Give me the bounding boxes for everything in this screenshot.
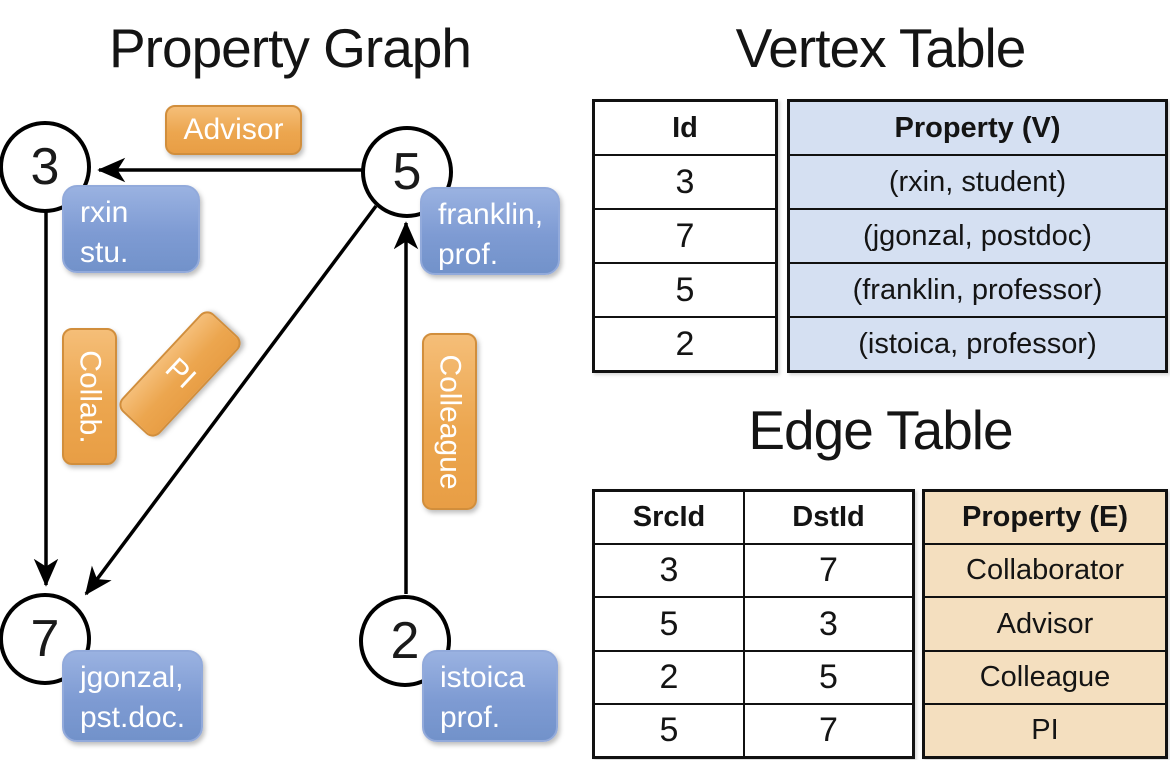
vertex-table-property-header: Property (V) — [894, 111, 1061, 144]
table-row: 5 — [595, 262, 775, 316]
table-row: Colleague — [925, 649, 1165, 703]
vertex-table-id-column: Id 3 7 5 2 — [592, 99, 778, 373]
table-row: 3 7 — [595, 543, 912, 597]
edge-5-to-7 — [84, 204, 378, 596]
table-row: 7 — [595, 208, 775, 262]
edge-label-colleague: Colleague — [422, 333, 477, 510]
edge-table-property-header: Property (E) — [962, 501, 1128, 534]
vertex-id: 5 — [392, 143, 422, 201]
vertex-table-property-column: Property (V) (rxin, student) (jgonzal, p… — [787, 99, 1168, 373]
edge-label-collab: Collab. — [62, 328, 117, 465]
vertex-id: 2 — [390, 612, 420, 670]
table-row: (franklin, professor) — [790, 262, 1165, 316]
table-row: 2 — [595, 316, 775, 370]
graph-edges — [33, 157, 419, 596]
table-row: Advisor — [925, 596, 1165, 649]
table-row: 5 7 — [595, 702, 912, 757]
vertex-prop-box-5: franklin, prof. — [420, 187, 560, 275]
table-row: 3 — [595, 154, 775, 208]
property-graph-title: Property Graph — [108, 17, 472, 79]
edge-table-id-columns: SrcId DstId 3 7 5 3 2 5 5 7 — [592, 489, 915, 759]
table-row: PI — [925, 702, 1165, 756]
edge-label-advisor: Advisor — [165, 105, 302, 155]
vertex-id: 3 — [30, 138, 60, 196]
vertex-table-title: Vertex Table — [735, 17, 1027, 79]
table-row: Collaborator — [925, 543, 1165, 596]
table-row: (rxin, student) — [790, 154, 1165, 208]
vertex-circle-5: 5 — [361, 126, 453, 218]
vertex-prop-box-7: jgonzal, pst.doc. — [62, 650, 203, 742]
edge-table-property-column: Property (E) Collaborator Advisor Collea… — [922, 489, 1168, 759]
table-row: (jgonzal, postdoc) — [790, 208, 1165, 262]
table-row: 2 5 — [595, 649, 912, 703]
vertex-circle-2: 2 — [359, 595, 451, 687]
vertex-table-id-header: Id — [672, 111, 698, 144]
vertex-id: 7 — [30, 610, 60, 668]
table-row: 5 3 — [595, 596, 912, 650]
edge-table-dst-header: DstId — [743, 492, 912, 544]
edge-table-src-header: SrcId — [632, 501, 706, 534]
table-row: (istoica, professor) — [790, 316, 1165, 370]
edge-table-title: Edge Table — [748, 399, 1013, 461]
vertex-prop-box-2: istoica prof. — [422, 650, 558, 742]
vertex-prop-box-3: rxin stu. — [62, 185, 200, 273]
